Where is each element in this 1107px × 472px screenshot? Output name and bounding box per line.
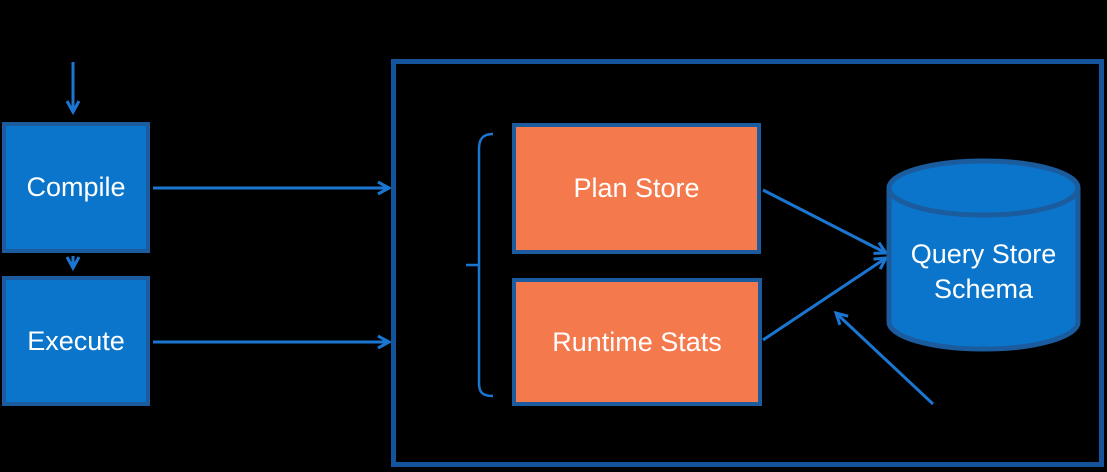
runtime-stats-label: Runtime Stats: [552, 326, 722, 357]
plan-store-box: Plan Store: [512, 123, 761, 254]
plan-store-label: Plan Store: [573, 173, 700, 203]
query-store-container: [391, 59, 1104, 467]
runtime-stats-box: Runtime Stats: [512, 278, 762, 406]
execute-box: Execute: [2, 276, 150, 406]
execute-label: Execute: [27, 325, 125, 356]
compile-label: Compile: [26, 172, 126, 202]
compile-box: Compile: [2, 122, 150, 253]
query-store-schema-label: Query Store Schema: [910, 239, 1057, 304]
